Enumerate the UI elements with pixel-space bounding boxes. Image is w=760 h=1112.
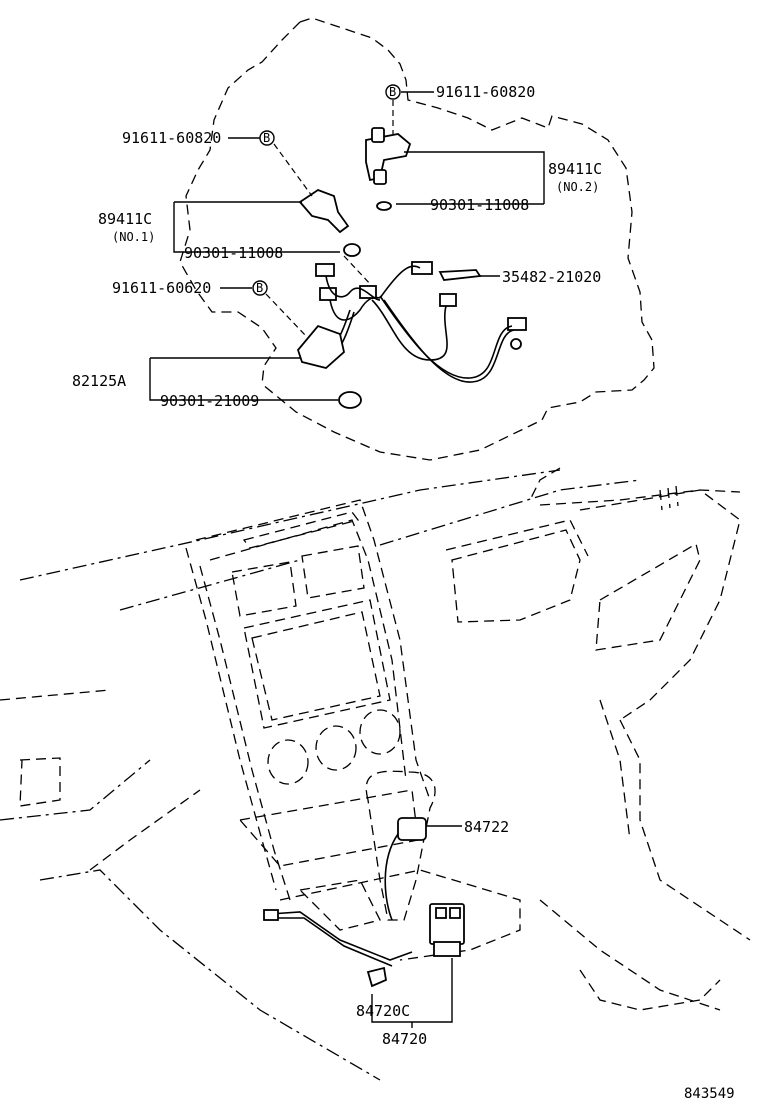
shift-lever xyxy=(365,770,436,921)
harness-clip xyxy=(438,269,482,281)
label-91611-60820-top: 91611-60820 xyxy=(436,83,535,101)
label-35482-21020: 35482-21020 xyxy=(502,268,601,286)
switch-assembly xyxy=(429,903,465,957)
label-89411c-no1-sub: (NO.1) xyxy=(112,230,155,244)
label-91611-60820-left: 91611-60820 xyxy=(122,129,221,147)
label-84720c: 84720C xyxy=(356,1002,410,1020)
label-91611-60620: 91611-60620 xyxy=(112,279,211,297)
wire-harness xyxy=(315,261,527,383)
svg-text:B: B xyxy=(256,281,263,295)
label-84720: 84720 xyxy=(382,1030,427,1048)
label-84722: 84722 xyxy=(464,818,509,836)
console-wire xyxy=(263,909,413,967)
speed-sensor-no2 xyxy=(365,127,412,211)
bolt-b-lower: B xyxy=(252,280,268,296)
svg-text:B: B xyxy=(389,85,396,99)
bolt-b-left: B xyxy=(259,130,275,146)
neutral-start-sensor xyxy=(296,324,362,409)
label-82125a: 82125A xyxy=(72,372,126,390)
label-90301-11008-right: 90301-11008 xyxy=(430,196,529,214)
center-console-outline xyxy=(0,467,751,1081)
label-90301-21009: 90301-21009 xyxy=(160,392,259,410)
label-90301-11008-left: 90301-11008 xyxy=(184,244,283,262)
label-89411c-no1: 89411C xyxy=(98,210,152,228)
clip-84720c xyxy=(366,966,388,988)
transmission-housing-outline xyxy=(179,17,655,461)
svg-text:B: B xyxy=(263,131,270,145)
label-89411c-no2: 89411C xyxy=(548,160,602,178)
label-89411c-no2-sub: (NO.2) xyxy=(556,180,599,194)
speed-sensor-no1 xyxy=(298,188,361,257)
bolt-b-top: B xyxy=(385,84,401,100)
drawing-number: 843549 xyxy=(684,1086,735,1102)
